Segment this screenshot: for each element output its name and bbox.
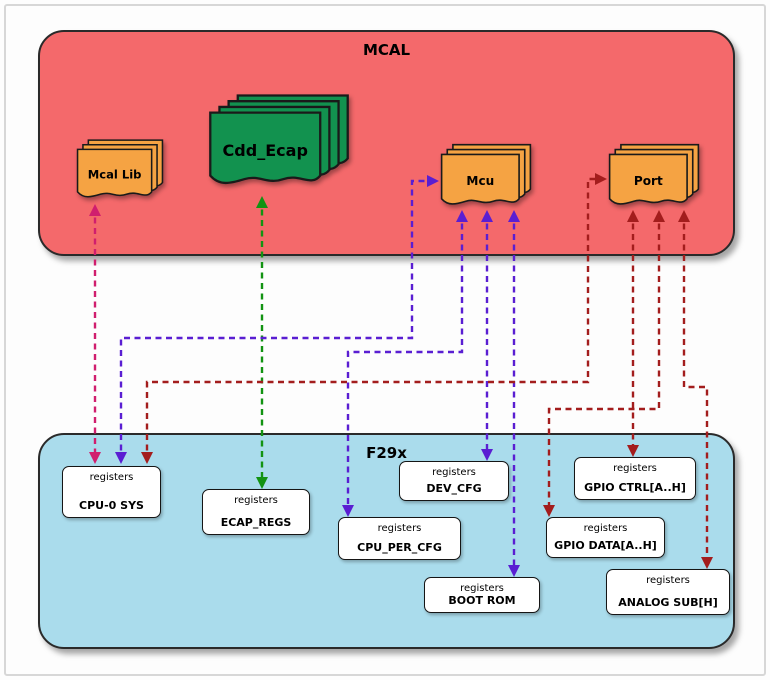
register-tag: registers [613, 463, 657, 474]
mcu-label: Mcu [466, 174, 494, 188]
register-name: CPU-0 SYS [79, 498, 144, 512]
register-box-dev-cfg: registers DEV_CFG [399, 461, 509, 501]
register-tag: registers [377, 523, 422, 534]
register-box-analog-sub: registers ANALOG SUB[H] [606, 569, 730, 615]
cdd-ecap-pages [209, 94, 349, 185]
mcu-doc-stack: Mcu [440, 143, 532, 205]
register-box-cpu-per-cfg: registers CPU_PER_CFG [338, 517, 461, 560]
register-name: GPIO CTRL[A..H] [584, 480, 686, 494]
register-tag: registers [234, 495, 278, 506]
register-name: GPIO DATA[A..H] [554, 538, 657, 552]
cdd-ecap-label: Cdd_Ecap [223, 141, 308, 160]
register-box-boot-rom: registers BOOT ROM [424, 577, 540, 613]
port-doc-stack: Port [608, 143, 700, 205]
register-tag: registers [89, 472, 134, 483]
register-tag: registers [460, 583, 504, 594]
mcal-title: MCAL [362, 41, 411, 59]
register-tag: registers [646, 575, 690, 586]
register-name: DEV_CFG [426, 481, 482, 495]
register-box-gpio-ctrl: registers GPIO CTRL[A..H] [574, 457, 696, 500]
register-name: CPU_PER_CFG [357, 540, 442, 554]
mcal-lib-doc-stack: Mcal Lib [76, 139, 164, 198]
register-box-cpu0-sys: registers CPU-0 SYS [62, 466, 161, 518]
register-box-ecap-regs: registers ECAP_REGS [202, 489, 310, 535]
port-label: Port [634, 174, 663, 188]
register-box-gpio-data: registers GPIO DATA[A..H] [546, 517, 665, 558]
mcal-lib-label: Mcal Lib [88, 168, 142, 182]
register-name: ANALOG SUB[H] [618, 595, 718, 609]
register-tag: registers [583, 523, 628, 534]
register-name: ECAP_REGS [220, 515, 292, 529]
register-name: BOOT ROM [448, 593, 516, 607]
register-tag: registers [432, 467, 476, 478]
cdd-ecap-doc-stack: Cdd_Ecap [209, 94, 349, 185]
